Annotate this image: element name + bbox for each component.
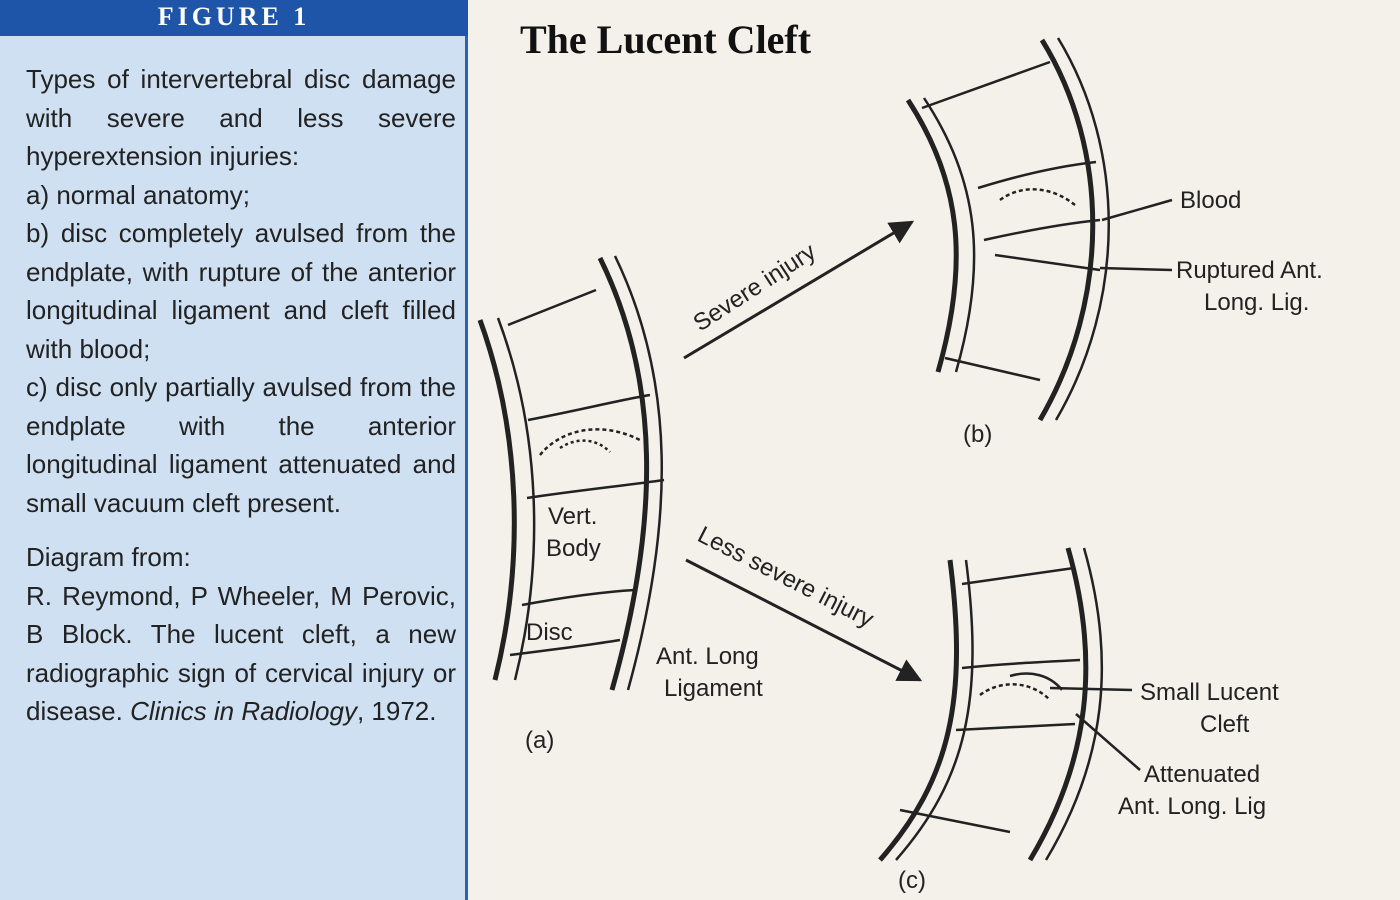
vert-body-label-1: Vert. — [548, 503, 597, 530]
caption-item-c: c) disc only partially avulsed from the … — [26, 368, 456, 522]
caption-text: Types of intervertebral disc damage with… — [26, 60, 456, 731]
panel-a-label: (a) — [525, 727, 554, 754]
panel-b-labels: Blood Ruptured Ant. Long. Lig. (b) — [963, 187, 1323, 448]
source-heading: Diagram from: — [26, 538, 456, 577]
panel-b-label: (b) — [963, 421, 992, 448]
small-lucent-label-2: Cleft — [1200, 711, 1250, 738]
figure-label: FIGURE 1 — [0, 0, 468, 36]
panel-b-spine — [908, 38, 1109, 420]
blood-label: Blood — [1180, 187, 1241, 214]
figure-caption-panel: FIGURE 1 Types of intervertebral disc da… — [0, 0, 468, 900]
vert-body-label-2: Body — [546, 535, 601, 562]
disc-label: Disc — [526, 619, 573, 646]
ruptured-label-2: Long. Lig. — [1204, 289, 1309, 316]
attenuated-label-2: Ant. Long. Lig — [1118, 793, 1266, 820]
citation-journal: Clinics in Radiology — [130, 696, 357, 726]
panel-c-spine — [880, 548, 1102, 860]
ant-long-label-2: Ligament — [664, 675, 763, 702]
citation-year: , 1972. — [357, 696, 437, 726]
caption-intro: Types of intervertebral disc damage with… — [26, 60, 456, 176]
caption-item-a: a) normal anatomy; — [26, 176, 456, 215]
ant-long-label-1: Ant. Long — [656, 643, 759, 670]
panel-c-label: (c) — [898, 867, 926, 894]
panel-c-labels: Small Lucent Cleft Attenuated Ant. Long.… — [898, 679, 1279, 894]
lucent-cleft-diagram: Vert. Body Disc Ant. Long Ligament (a) S… — [470, 0, 1400, 900]
ruptured-label-1: Ruptured Ant. — [1176, 257, 1323, 284]
caption-item-b: b) disc completely avulsed from the endp… — [26, 214, 456, 368]
small-lucent-label-1: Small Lucent — [1140, 679, 1279, 706]
attenuated-label-1: Attenuated — [1144, 761, 1260, 788]
citation: R. Reymond, P Wheeler, M Perovic, B Bloc… — [26, 577, 456, 731]
